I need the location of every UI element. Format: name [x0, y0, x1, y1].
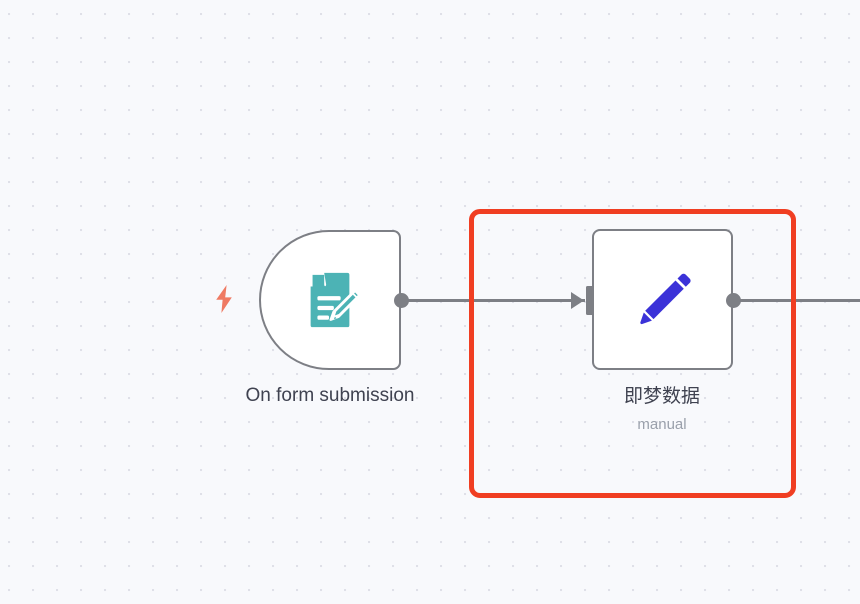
- node-jimeng-data[interactable]: [592, 229, 733, 370]
- node-subtitle: manual: [637, 416, 687, 433]
- input-endpoint-jimeng-data[interactable]: [571, 286, 595, 315]
- lightning-bolt-icon: [216, 285, 232, 313]
- node-title: On form submission: [245, 385, 415, 406]
- node-on-form-submission[interactable]: [259, 230, 401, 370]
- selection-rectangle[interactable]: [469, 209, 796, 498]
- node-caption-on-form-submission: On form submission: [180, 384, 480, 408]
- form-document-pencil-icon: [310, 272, 360, 328]
- node-caption-jimeng-data: 即梦数据 manual: [532, 385, 792, 435]
- pencil-icon: [639, 273, 691, 324]
- output-endpoint-on-form-submission[interactable]: [394, 293, 409, 308]
- output-endpoint-jimeng-data[interactable]: [726, 293, 741, 308]
- node-title: 即梦数据: [623, 386, 700, 407]
